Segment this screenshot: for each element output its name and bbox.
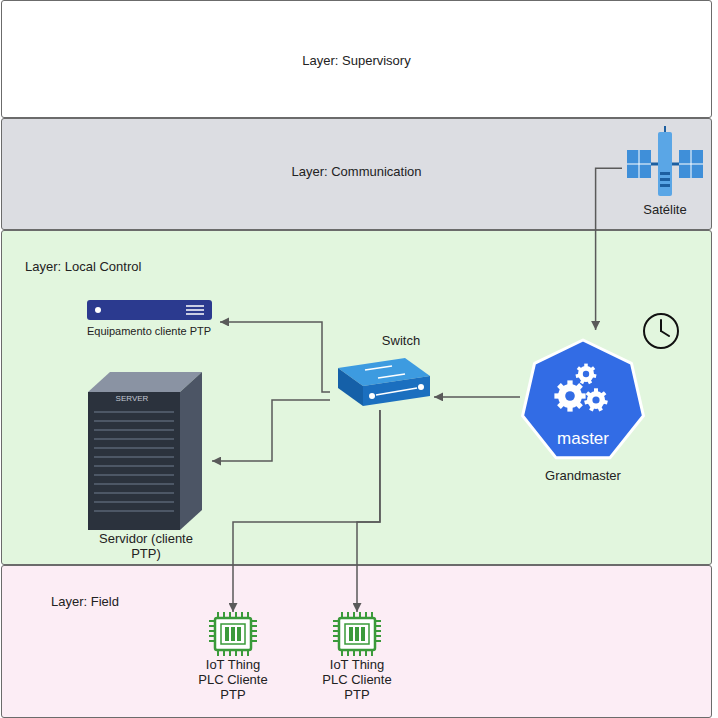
node-label: Satélite [622, 202, 708, 218]
chip-bar [225, 627, 229, 641]
server-side [180, 372, 202, 530]
clock-hand [660, 320, 662, 331]
gear-hole [583, 371, 589, 377]
device-vent [186, 309, 204, 311]
satellite-node: Satélite [622, 126, 708, 222]
node-label: Equipamento cliente PTP [78, 325, 220, 338]
connector-arrow [596, 168, 622, 330]
chip-core [345, 624, 369, 644]
server-bay [94, 429, 174, 431]
server-front [88, 392, 180, 530]
chip-bar [361, 627, 365, 641]
connector-arrow [434, 396, 520, 398]
connector-arrow [357, 410, 380, 612]
layer-band: Layer: Supervisory [1, 0, 712, 118]
gear-icon [554, 380, 585, 411]
chip-bar [237, 627, 241, 641]
node-label: Layer: Supervisory [2, 53, 711, 69]
solar-panel [679, 150, 703, 178]
gear-icon [575, 364, 596, 385]
node-label: Layer: Communication [2, 164, 711, 180]
clock-face [644, 314, 678, 348]
chip-bar [349, 627, 353, 641]
device-led [95, 307, 101, 313]
connector-arrow [212, 400, 330, 461]
switch-port [418, 384, 424, 390]
chip-bar [231, 627, 235, 641]
chip-core [221, 624, 245, 644]
clock-hand [661, 331, 669, 336]
chip-bar [355, 627, 359, 641]
node-label: IoT Thing PLC Cliente PTP [317, 658, 397, 703]
network-switch: Switch [330, 328, 434, 410]
node-label: Servidor (cliente PTP) [85, 532, 207, 562]
chip-body [339, 618, 375, 650]
panel-grid [679, 164, 703, 165]
connector-arrow [233, 410, 380, 612]
panel-grid [627, 164, 651, 165]
server-bay [94, 483, 174, 485]
switch-arrow [365, 366, 392, 370]
gear-hole [592, 396, 599, 403]
server-bay [94, 447, 174, 449]
layer-band: IoT Thing PLC Cliente PTP IoT Thing PLC C… [1, 565, 712, 718]
node-label: IoT Thing PLC Cliente PTP [193, 658, 273, 703]
switch-bar [376, 388, 417, 395]
grandmaster-clock: masterGrandmaster [520, 330, 646, 488]
node-label: master [520, 429, 646, 449]
gear-body [587, 391, 605, 409]
server-bay [94, 456, 174, 458]
chip-body [215, 618, 251, 650]
device-vent [186, 313, 204, 315]
gear-body [558, 384, 582, 408]
layer-band: Satélite Layer: Communication [1, 118, 712, 230]
iot-plc-node: IoT Thing PLC Cliente PTP [188, 612, 278, 716]
device-chassis [87, 300, 212, 320]
switch-port [369, 393, 375, 399]
server-bay [94, 420, 174, 422]
gear-body [578, 366, 594, 382]
node-label: Switch [370, 333, 432, 349]
server-bay [94, 492, 174, 494]
switch-side [338, 368, 363, 406]
server-bay [94, 474, 174, 476]
server-bay [94, 465, 174, 467]
switch-front [363, 376, 430, 406]
body-stripe [660, 184, 670, 187]
node-icon [520, 330, 646, 488]
server-bay [94, 510, 174, 512]
node-label: Layer: Local Control [25, 259, 245, 275]
server-bay [94, 438, 174, 440]
ptp-client-device: Equipamento cliente PTP [78, 296, 220, 342]
solar-panel [627, 150, 651, 178]
iot-plc-node: IoT Thing PLC Cliente PTP [312, 612, 402, 716]
icon-lettering: SERVER [100, 394, 164, 403]
connector-arrow [220, 322, 330, 392]
body-stripe [660, 178, 670, 181]
gear-icon [584, 388, 608, 411]
node-label: Grandmaster [520, 468, 646, 484]
body-stripe [660, 172, 670, 175]
switch-arrow [378, 374, 405, 378]
device-vent [186, 305, 204, 307]
server-bay [94, 411, 174, 413]
node-label: Layer: Field [51, 594, 251, 610]
server-bay [94, 501, 174, 503]
layer-band: Equipamento cliente PTP Switch masterGrand… [1, 230, 712, 565]
satellite-body [658, 132, 672, 196]
gear-hole [565, 391, 575, 401]
